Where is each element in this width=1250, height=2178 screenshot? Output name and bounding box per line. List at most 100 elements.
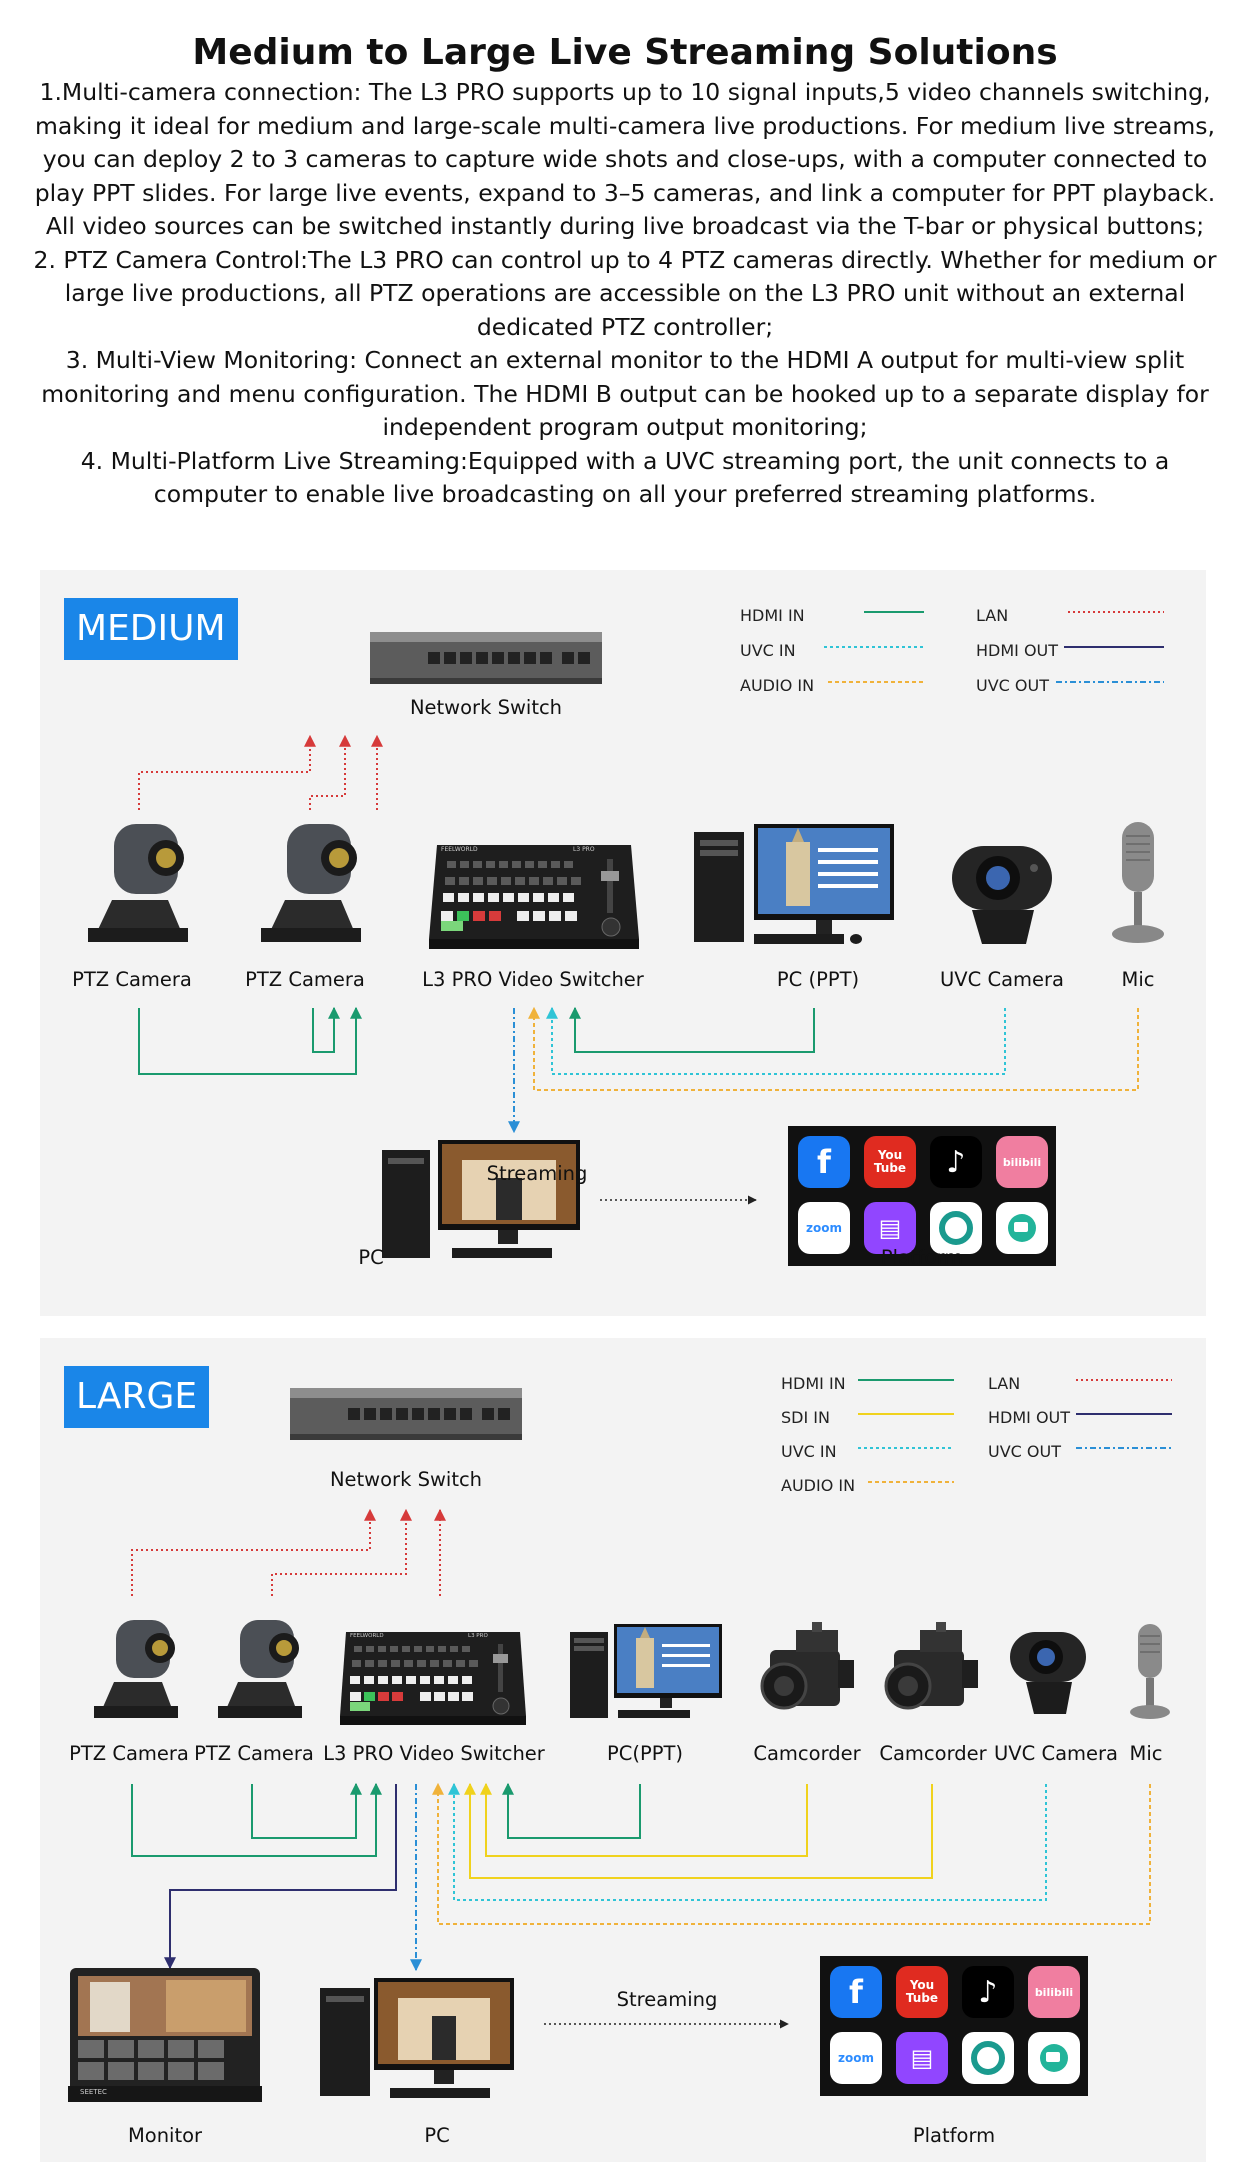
device-label-camcorder-1: Camcorder	[753, 1742, 861, 1765]
medium-badge: MEDIUM	[64, 598, 238, 660]
facebook-icon: f	[798, 1136, 850, 1188]
youtube-top-text: You	[909, 1978, 935, 1992]
camcorder-icon	[884, 1622, 978, 1710]
mic-icon	[1130, 1624, 1170, 1719]
tencent-meeting-icon	[1028, 2032, 1080, 2084]
monitor-device: SEETEC	[68, 1966, 262, 2106]
legend-uvc-in: UVC IN	[781, 1442, 837, 1461]
legend-hdmi-in: HDMI IN	[781, 1374, 846, 1393]
twitch-icon: ▤	[896, 2032, 948, 2084]
uvc-in-camera	[448, 1782, 1047, 1901]
legend-lan: LAN	[988, 1374, 1021, 1393]
lan-line-ptz2	[309, 734, 351, 810]
tiktok-icon: ♪	[930, 1136, 982, 1188]
intro-paragraph-3: 3. Multi-View Monitoring: Connect an ext…	[41, 346, 1209, 441]
device-label-pc-ppt: PC (PPT)	[776, 968, 860, 991]
mic-icon	[1112, 822, 1164, 943]
platform-label: Platform	[912, 2124, 996, 2147]
streaming-label: Streaming	[616, 1988, 718, 2011]
switcher-model: L3 PRO	[468, 1633, 488, 1639]
streaming-pc-label: PC	[424, 2124, 450, 2147]
page-title: Medium to Large Live Streaming Solutions	[192, 32, 1058, 73]
sdi-in-camcorder-1	[480, 1782, 808, 1857]
bilibili-icon: bilibili	[1028, 1966, 1080, 2018]
youtube-top-text: You	[877, 1148, 903, 1162]
legend-hdmi-out: HDMI OUT	[988, 1408, 1071, 1427]
streaming-app-icon	[930, 1202, 982, 1254]
legend-hdmi-out: HDMI OUT	[976, 641, 1059, 660]
large-diagram-panel: LARGE HDMI IN LAN SDI IN HDMI OUT UVC IN…	[40, 1338, 1206, 2162]
ptz-camera-icon	[218, 1620, 302, 1718]
device-label-ptz-camera-1: PTZ Camera	[72, 968, 192, 991]
lan-line-ptz2	[271, 1508, 412, 1596]
hdmi-in-ptz1	[138, 1006, 362, 1075]
device-label-ptz-camera-1: PTZ Camera	[69, 1742, 189, 1765]
network-switch-label: Network Switch	[329, 1468, 483, 1491]
legend-uvc-out: UVC OUT	[988, 1442, 1061, 1461]
hdmi-out-monitor	[164, 1784, 397, 1970]
device-label-camcorder-2: Camcorder	[879, 1742, 987, 1765]
legend-audio-in: AUDIO IN	[781, 1476, 856, 1495]
streaming-pc-label: PC	[358, 1246, 384, 1269]
hdmi-in-pc	[502, 1782, 641, 1839]
network-switch-label: Network Switch	[409, 696, 563, 719]
device-label-mic: Mic	[1121, 968, 1155, 991]
monitor-brand: SEETEC	[80, 2088, 107, 2096]
lan-line-ptz1	[138, 734, 316, 810]
hdmi-in-pc	[569, 1006, 815, 1053]
legend-sdi-in: SDI IN	[781, 1408, 830, 1427]
device-label-uvc-camera: UVC Camera	[940, 968, 1064, 991]
intro-paragraph-4: 4. Multi-Platform Live Streaming:Equippe…	[80, 446, 1170, 509]
intro-paragraph-1: 1.Multi-camera connection: The L3 PRO su…	[34, 78, 1216, 240]
device-label-ptz-camera-2: PTZ Camera	[245, 968, 365, 991]
audio-in-mic	[432, 1782, 1151, 1925]
pc-ppt-icon	[570, 1624, 722, 1718]
zoom-icon: zoom	[830, 2032, 882, 2084]
lan-line-ptz1	[131, 1508, 376, 1596]
streaming-pc-icon	[382, 1140, 580, 1258]
streaming-app-icon	[962, 2032, 1014, 2084]
audio-in-mic	[528, 1006, 1139, 1091]
facebook-icon: f	[830, 1966, 882, 2018]
intro-paragraph-2: 2. PTZ Camera Control:The L3 PRO can con…	[33, 245, 1217, 341]
uvc-in-camera	[546, 1006, 1006, 1075]
youtube-bottom-text: Tube	[873, 1161, 907, 1175]
switcher-model: L3 PRO	[573, 846, 595, 853]
switcher-brand: FEELWORLD	[441, 846, 478, 853]
legend-uvc-out: UVC OUT	[976, 676, 1049, 695]
hdmi-in-ptz1	[131, 1782, 382, 1857]
switcher-brand: FEELWORLD	[350, 1633, 384, 1639]
platform-label: Platform	[880, 1246, 964, 1269]
camcorder-icon	[760, 1622, 854, 1710]
device-label-l3-pro: L3 PRO Video Switcher	[422, 968, 644, 991]
pc-ppt-icon	[694, 824, 894, 944]
legend-lan: LAN	[976, 606, 1009, 625]
intro-text: 1.Multi-camera connection: The L3 PRO su…	[32, 76, 1218, 512]
sdi-in-camcorder-2	[464, 1782, 933, 1879]
legend-hdmi-in: HDMI IN	[740, 606, 805, 625]
hdmi-in-ptz2	[312, 1006, 340, 1053]
device-label-ptz-camera-2: PTZ Camera	[194, 1742, 314, 1765]
streaming-label: Streaming	[486, 1162, 588, 1185]
device-label-pc-ppt: PC(PPT)	[606, 1742, 684, 1765]
l3-pro-switcher-device: FEELWORLD L3 PRO	[338, 1624, 528, 1726]
ptz-camera-icon	[94, 1620, 178, 1718]
switcher-illustration	[340, 1632, 526, 1725]
device-label-l3-pro: L3 PRO Video Switcher	[323, 1742, 545, 1765]
legend-audio-in: AUDIO IN	[740, 676, 815, 695]
ptz-camera-icon	[88, 824, 188, 942]
medium-connections	[138, 611, 1164, 1205]
legend-uvc-in: UVC IN	[740, 641, 796, 660]
network-switch-device	[370, 632, 602, 684]
hdmi-in-ptz2	[251, 1782, 362, 1839]
bilibili-icon: bilibili	[996, 1136, 1048, 1188]
ptz-camera-icon	[261, 824, 361, 942]
device-label-uvc-camera: UVC Camera	[994, 1742, 1118, 1765]
large-connections	[131, 1379, 1172, 2029]
large-badge: LARGE	[64, 1366, 210, 1428]
monitor-illustration	[68, 1968, 262, 2102]
